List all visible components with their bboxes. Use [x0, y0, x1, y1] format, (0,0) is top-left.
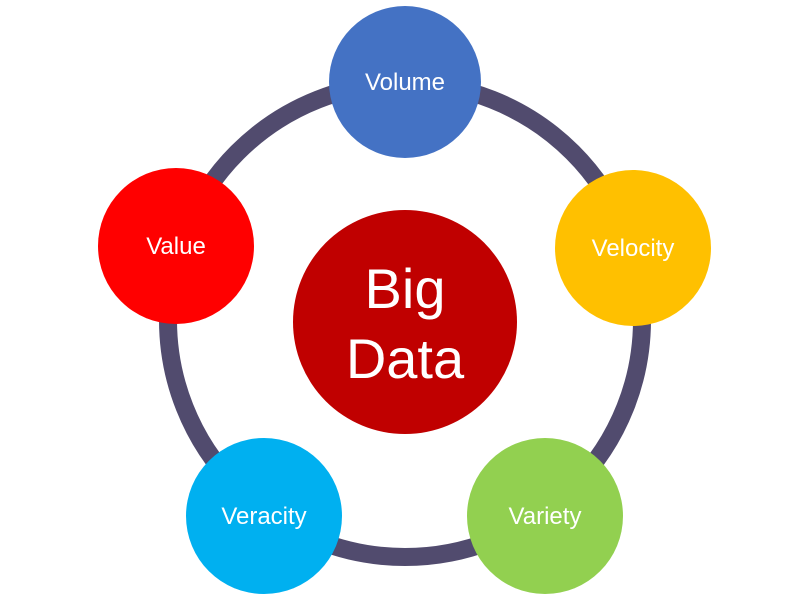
center-label-line1: Big [365, 257, 446, 320]
node-velocity: Velocity [555, 170, 711, 326]
node-volume: Volume [329, 6, 481, 158]
center-label-line2: Data [346, 327, 465, 390]
node-veracity: Veracity [186, 438, 342, 594]
node-velocity-label: Velocity [592, 235, 675, 262]
node-value-circle [98, 168, 254, 324]
node-volume-circle [329, 6, 481, 158]
node-variety-circle [467, 438, 623, 594]
node-value: Value [98, 168, 254, 324]
center-circle [293, 210, 517, 434]
center-node: Big Data [293, 210, 517, 434]
node-veracity-label: Veracity [221, 503, 306, 530]
node-veracity-circle [186, 438, 342, 594]
node-volume-label: Volume [365, 69, 445, 96]
node-value-label: Value [146, 233, 206, 260]
node-variety: Variety [467, 438, 623, 594]
node-variety-label: Variety [509, 503, 582, 530]
node-velocity-circle [555, 170, 711, 326]
